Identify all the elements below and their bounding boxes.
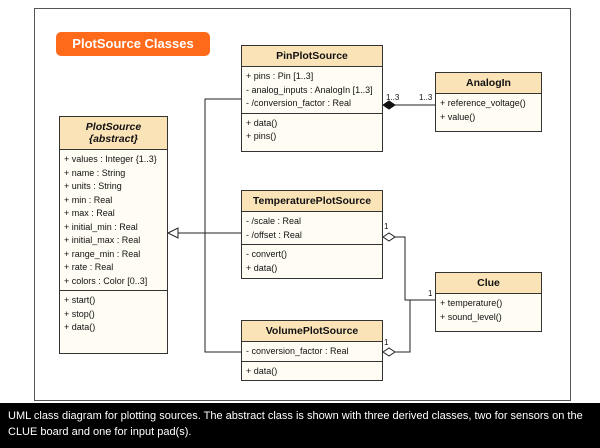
class-volumeplotsource: VolumePlotSource - conversion_factor : R… bbox=[241, 320, 383, 381]
composition-diamond bbox=[382, 100, 396, 110]
class-clue-name: Clue bbox=[436, 273, 541, 294]
method: + data() bbox=[64, 322, 96, 332]
class-plotsource: PlotSource {abstract} + values : Integer… bbox=[59, 116, 168, 354]
attribute: + units : String bbox=[64, 181, 122, 191]
class-plotsource-methods: + start() + stop() + data() bbox=[60, 291, 167, 337]
method: + pins() bbox=[246, 131, 277, 141]
method: + stop() bbox=[64, 308, 95, 319]
class-pinplotsource-methods: + data() + pins() bbox=[242, 114, 382, 146]
attribute: + pins : Pin [1..3] bbox=[246, 71, 314, 81]
multiplicity-analogin-end: 1..3 bbox=[419, 93, 433, 102]
method: + sound_level() bbox=[440, 311, 502, 322]
aggregation-line-volume bbox=[395, 300, 411, 353]
attribute: - /scale : Real bbox=[246, 216, 302, 226]
attribute: + name : String bbox=[64, 167, 126, 178]
class-pinplotsource-attributes: + pins : Pin [1..3] - analog_inputs : An… bbox=[242, 67, 382, 114]
attribute: - /conversion_factor : Real bbox=[246, 98, 352, 108]
method: + value() bbox=[440, 111, 476, 122]
attribute: + values : Integer {1..3} bbox=[64, 154, 157, 164]
class-volumeplotsource-name: VolumePlotSource bbox=[242, 321, 382, 342]
figure-caption: UML class diagram for plotting sources. … bbox=[0, 403, 600, 448]
aggregation-diamond-volume bbox=[382, 347, 396, 357]
class-temperatureplotsource-methods: - convert() + data() bbox=[242, 245, 382, 277]
multiplicity-temperature-end: 1 bbox=[384, 222, 389, 231]
inheritance-line-pin bbox=[204, 98, 241, 233]
class-analogin-members: + reference_voltage() + value() bbox=[436, 94, 541, 126]
class-plotsource-name: PlotSource bbox=[85, 121, 142, 133]
class-pinplotsource-name: PinPlotSource bbox=[242, 46, 382, 67]
method: + temperature() bbox=[440, 298, 503, 308]
class-clue: Clue + temperature() + sound_level() bbox=[435, 272, 542, 332]
multiplicity-volume-end: 1 bbox=[384, 338, 389, 347]
method: + data() bbox=[246, 117, 278, 128]
inheritance-line-volume bbox=[204, 233, 241, 353]
attribute: + initial_max : Real bbox=[64, 235, 141, 245]
inheritance-arrowhead bbox=[166, 227, 179, 239]
class-volumeplotsource-methods: + data() bbox=[242, 362, 382, 381]
attribute: - /offset : Real bbox=[246, 229, 302, 240]
class-volumeplotsource-attributes: - conversion_factor : Real bbox=[242, 342, 382, 362]
aggregation-line-temperature bbox=[395, 236, 435, 301]
diagram-title-badge: PlotSource Classes bbox=[56, 32, 210, 56]
attribute: + max : Real bbox=[64, 208, 115, 218]
attribute: + min : Real bbox=[64, 194, 113, 205]
class-temperatureplotsource-name: TemperaturePlotSource bbox=[242, 191, 382, 212]
method: - convert() bbox=[246, 249, 288, 259]
attribute: + rate : Real bbox=[64, 262, 114, 272]
aggregation-diamond-temperature bbox=[382, 232, 396, 242]
multiplicity-clue-end: 1 bbox=[428, 289, 433, 298]
multiplicity-pin-end: 1..3 bbox=[386, 93, 400, 102]
class-clue-members: + temperature() + sound_level() bbox=[436, 294, 541, 326]
attribute: + range_min : Real bbox=[64, 248, 141, 259]
class-pinplotsource: PinPlotSource + pins : Pin [1..3] - anal… bbox=[241, 45, 383, 152]
class-analogin: AnalogIn + reference_voltage() + value() bbox=[435, 72, 542, 132]
method: + data() bbox=[246, 365, 278, 376]
attribute: - conversion_factor : Real bbox=[246, 346, 349, 356]
class-temperatureplotsource: TemperaturePlotSource - /scale : Real - … bbox=[241, 190, 383, 279]
class-temperatureplotsource-attributes: - /scale : Real - /offset : Real bbox=[242, 212, 382, 245]
class-plotsource-attributes: + values : Integer {1..3} + name : Strin… bbox=[60, 150, 167, 291]
attribute: + initial_min : Real bbox=[64, 221, 138, 232]
method: + data() bbox=[246, 262, 278, 273]
class-plotsource-header: PlotSource {abstract} bbox=[60, 117, 167, 150]
method: + start() bbox=[64, 295, 96, 305]
attribute: + colors : Color [0..3] bbox=[64, 275, 148, 286]
method: + reference_voltage() bbox=[440, 98, 526, 108]
class-plotsource-stereotype: {abstract} bbox=[88, 133, 139, 145]
attribute: - analog_inputs : AnalogIn [1..3] bbox=[246, 84, 373, 95]
class-analogin-name: AnalogIn bbox=[436, 73, 541, 94]
